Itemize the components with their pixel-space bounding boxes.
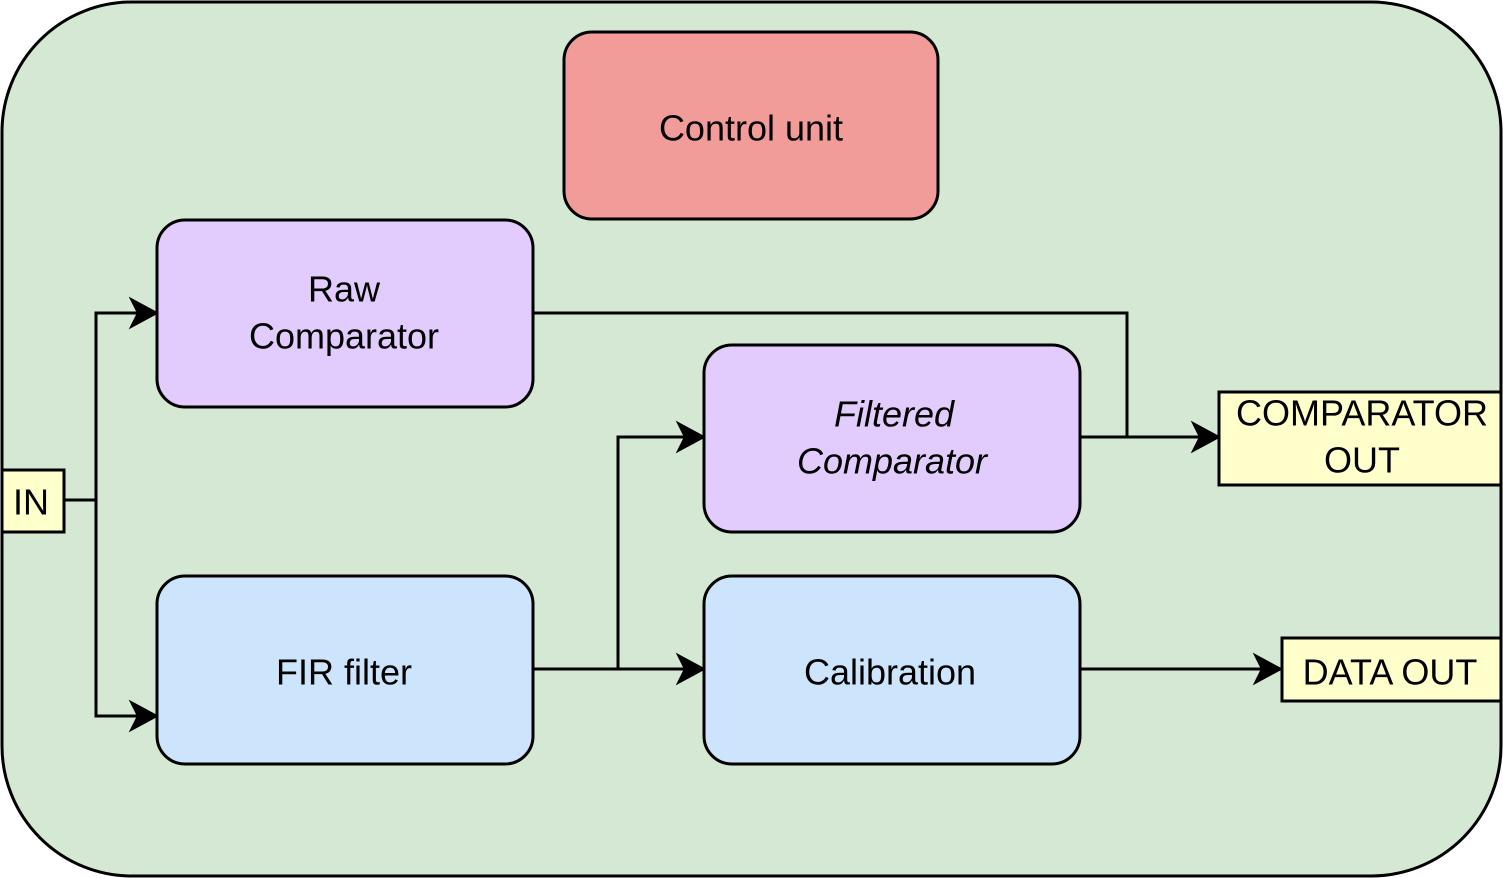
fir-filter-block: FIR filter [155, 574, 535, 766]
arrowheads [128, 296, 1284, 733]
filtered-comparator-label-line1: Filtered [834, 394, 955, 435]
arrowhead-data-out [1252, 652, 1284, 686]
control-unit-block: Control unit [562, 30, 940, 221]
raw-comparator-block: Raw Comparator [155, 218, 535, 409]
filtered-comparator-block: Filtered Comparator [702, 343, 1082, 534]
connector-raw-comparator-to-output [533, 311, 1129, 437]
data-out-port: DATA OUT [1280, 636, 1503, 703]
comparator-out-label-line2: OUT [1324, 440, 1400, 481]
connections [64, 311, 1266, 718]
in-port-label: IN [13, 482, 49, 523]
comparator-out-label-line1: COMPARATOR [1236, 393, 1488, 434]
arrowhead-calibration [675, 652, 707, 686]
arrowhead-comparator-out [1190, 420, 1222, 454]
connector-in-to-raw-comparator [94, 311, 142, 500]
arrowhead-filtered-comparator [675, 420, 707, 454]
raw-comparator-label-line2: Comparator [249, 316, 439, 357]
control-unit-label: Control unit [659, 108, 843, 149]
comparator-out-port: COMPARATOR OUT [1217, 390, 1503, 487]
filtered-comparator-label-line2: Comparator [797, 441, 989, 482]
arrowhead-raw-comparator [128, 296, 160, 330]
connector-in-to-fir-filter [94, 500, 142, 718]
arrowhead-fir-filter [128, 699, 160, 733]
calibration-block: Calibration [702, 574, 1082, 766]
raw-comparator-label-line1: Raw [308, 269, 381, 310]
in-port: IN [0, 468, 66, 534]
fir-filter-label: FIR filter [276, 652, 412, 693]
connector-fir-to-filtered-comparator [616, 435, 690, 669]
calibration-label: Calibration [804, 652, 976, 693]
data-out-label: DATA OUT [1303, 652, 1478, 693]
